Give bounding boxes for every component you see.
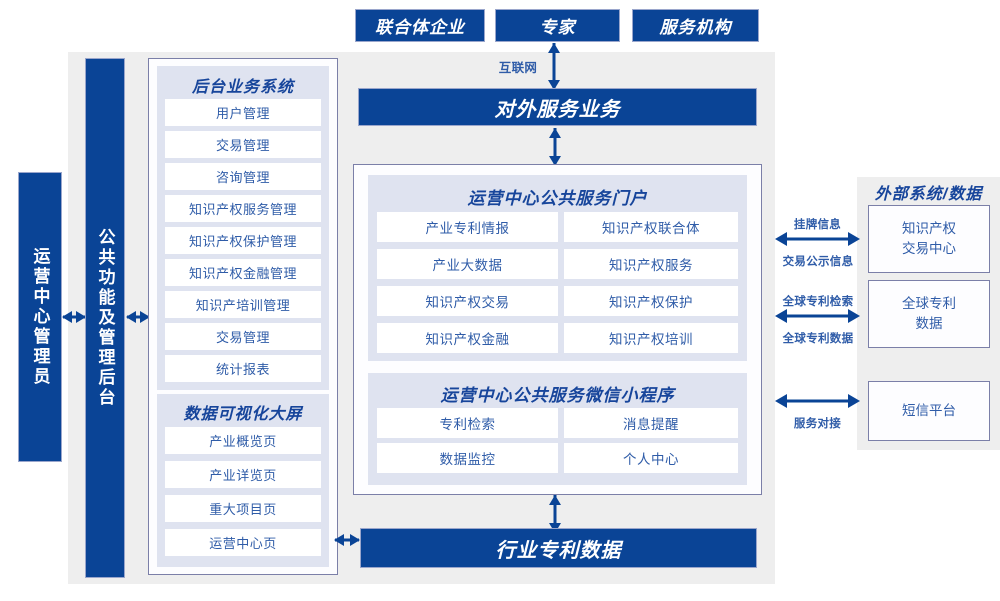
external-connector-2-label-below: 全球专利数据 xyxy=(782,333,854,345)
backend-system-title: 后台业务系统 xyxy=(191,79,294,96)
miniprogram-title: 运营中心公共服务微信小程序 xyxy=(440,386,675,405)
backend-item-6[interactable]: 知识产培训管理 xyxy=(165,291,321,318)
external-systems-title: 外部系统/数据 xyxy=(874,186,983,203)
miniprogram-item-1[interactable]: 消息提醒 xyxy=(564,408,738,438)
backend-item-4[interactable]: 知识产权保护管理 xyxy=(165,227,321,254)
data-screen-item-0[interactable]: 产业概览页 xyxy=(165,427,321,454)
external-connector-1-label-above: 挂牌信息 xyxy=(793,219,842,231)
miniprogram-item-3[interactable]: 个人中心 xyxy=(564,443,738,473)
external-box-sms-platform-line1: 短信平台 xyxy=(902,403,956,419)
internet-label: 互联网 xyxy=(498,61,538,75)
actor-box-expert[interactable]: 专家 xyxy=(495,9,620,42)
external-connector-3-label-below: 服务对接 xyxy=(793,418,842,430)
miniprogram-item-2[interactable]: 数据监控 xyxy=(377,443,558,473)
modules-to-industry-connector xyxy=(334,530,360,552)
portal-item-2[interactable]: 产业大数据 xyxy=(377,249,558,279)
backend-item-3[interactable]: 知识产权服务管理 xyxy=(165,195,321,222)
internet-connector xyxy=(542,43,576,90)
backend-item-1[interactable]: 交易管理 xyxy=(165,131,321,158)
external-box-ip-exchange-line1: 知识产权 xyxy=(902,221,956,237)
external-box-global-patent[interactable]: 全球专利 数据 xyxy=(868,280,990,348)
backend-item-7[interactable]: 交易管理 xyxy=(165,323,321,350)
external-connector-1 xyxy=(775,228,860,250)
external-service-bar[interactable]: 对外服务业务 xyxy=(358,88,757,126)
data-screen-item-1[interactable]: 产业详览页 xyxy=(165,461,321,488)
external-connector-3 xyxy=(775,390,860,412)
backend-item-2[interactable]: 咨询管理 xyxy=(165,163,321,190)
service-to-portal-connector xyxy=(543,128,573,166)
portal-title: 运营中心公共服务门户 xyxy=(467,189,648,208)
external-box-ip-exchange-line2: 交易中心 xyxy=(902,241,956,256)
backend-item-8[interactable]: 统计报表 xyxy=(165,355,321,382)
data-screen-title: 数据可视化大屏 xyxy=(183,406,303,423)
external-connector-1-label-below: 交易公示信息 xyxy=(782,256,854,268)
portal-item-6[interactable]: 知识产权金融 xyxy=(377,323,558,353)
portal-item-4[interactable]: 知识产权交易 xyxy=(377,286,558,316)
portal-item-7[interactable]: 知识产权培训 xyxy=(564,323,738,353)
external-box-global-patent-line1: 全球专利 xyxy=(902,296,956,312)
data-screen-item-2[interactable]: 重大项目页 xyxy=(165,495,321,522)
portal-item-0[interactable]: 产业专利情报 xyxy=(377,212,558,242)
external-connector-2 xyxy=(775,305,860,327)
actor-box-consortium[interactable]: 联合体企业 xyxy=(355,9,485,42)
operator-rail[interactable]: 运营中心管理员 xyxy=(18,172,62,462)
operator-to-backend-connector xyxy=(62,307,86,329)
external-box-sms-platform[interactable]: 短信平台 xyxy=(868,381,990,441)
portal-item-5[interactable]: 知识产权保护 xyxy=(564,286,738,316)
backend-item-5[interactable]: 知识产权金融管理 xyxy=(165,259,321,286)
portal-item-1[interactable]: 知识产权联合体 xyxy=(564,212,738,242)
backend-to-modules-connector xyxy=(126,307,150,329)
external-connector-2-label-above: 全球专利检索 xyxy=(782,296,854,308)
actor-box-service-agency[interactable]: 服务机构 xyxy=(632,9,759,42)
external-box-global-patent-line2: 数据 xyxy=(915,316,943,331)
external-box-ip-exchange[interactable]: 知识产权 交易中心 xyxy=(868,205,990,273)
portal-item-3[interactable]: 知识产权服务 xyxy=(564,249,738,279)
backend-item-0[interactable]: 用户管理 xyxy=(165,99,321,126)
common-backend-rail[interactable]: 公共功能及管理后台 xyxy=(85,58,125,578)
data-screen-item-3[interactable]: 运营中心页 xyxy=(165,529,321,556)
miniprogram-item-0[interactable]: 专利检索 xyxy=(377,408,558,438)
industry-patent-data-bar[interactable]: 行业专利数据 xyxy=(360,528,757,568)
